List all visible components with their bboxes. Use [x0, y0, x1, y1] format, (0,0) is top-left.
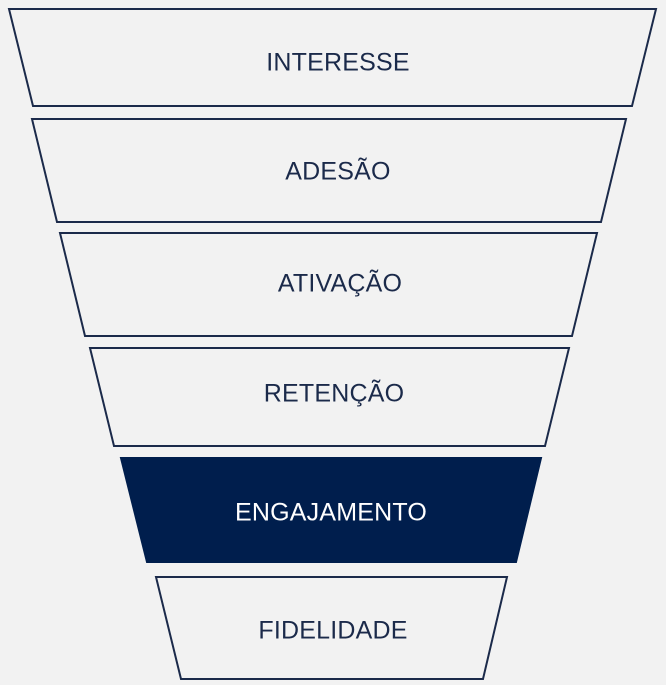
funnel-stage-label: ATIVAÇÃO [278, 269, 402, 298]
funnel-stage-engajamento: ENGAJAMENTO [119, 457, 543, 563]
funnel-stage-shape [30, 118, 628, 223]
funnel-stage-shape [88, 347, 571, 447]
funnel-stage-label: FIDELIDADE [258, 617, 407, 645]
funnel-stage-shape [154, 576, 509, 680]
funnel-stage-label: ADESÃO [285, 157, 390, 186]
funnel-stage-interesse: INTERESSE [7, 8, 658, 107]
funnel-stage-ativacao: ATIVAÇÃO [58, 232, 599, 337]
funnel-stage-adesao: ADESÃO [30, 118, 628, 223]
funnel-stage-shape [119, 457, 543, 563]
funnel-stage-label: INTERESSE [266, 49, 410, 77]
funnel-stage-label: RETENÇÃO [264, 379, 405, 408]
funnel-stage-shape [58, 232, 599, 337]
funnel-stage-label: ENGAJAMENTO [235, 499, 427, 527]
funnel-stage-fidelidade: FIDELIDADE [154, 576, 509, 680]
funnel-stage-retencao: RETENÇÃO [88, 347, 571, 447]
funnel-stage-shape [7, 8, 658, 107]
